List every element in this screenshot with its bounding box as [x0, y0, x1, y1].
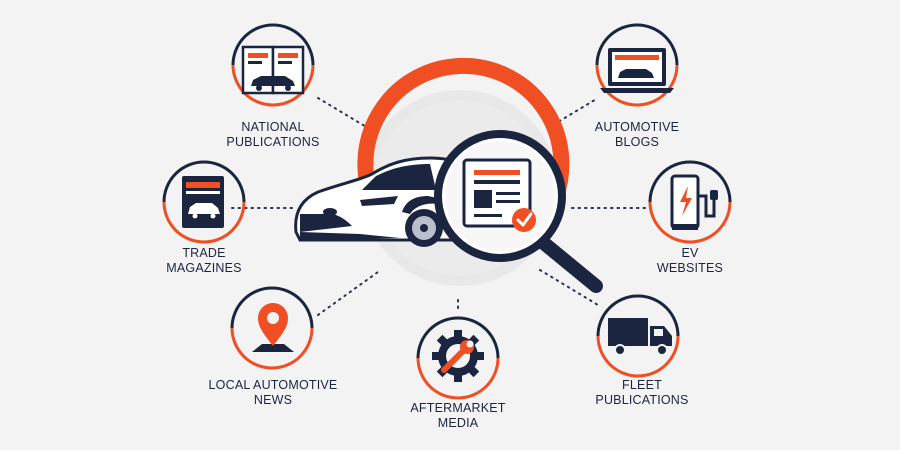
- channel-icon-trade-magazines: [162, 160, 246, 244]
- magazine-icon: [182, 176, 224, 228]
- label-line: WEBSITES: [656, 261, 724, 275]
- label-line: AFTERMARKET: [410, 401, 506, 415]
- connector-fleet-publications: [539, 269, 599, 306]
- label-national-publications: NATIONAL PUBLICATIONS: [208, 120, 338, 150]
- document-check-icon: [462, 158, 536, 232]
- label-local-automotive-news: LOCAL AUTOMOTIVE NEWS: [193, 378, 353, 408]
- ev-charger-icon: [670, 174, 718, 230]
- gear-wrench-icon: [432, 330, 484, 382]
- label-trade-magazines: TRADE MAGAZINES: [139, 246, 269, 276]
- open-magazine-icon: [241, 45, 305, 95]
- label-line: EV: [681, 246, 699, 260]
- channel-icon-aftermarket-media: [416, 316, 500, 400]
- label-aftermarket-media: AFTERMARKET MEDIA: [393, 401, 523, 431]
- channel-icon-ev-websites: [648, 160, 732, 244]
- channel-icon-national-publications: [231, 23, 315, 107]
- label-line: NEWS: [253, 393, 293, 407]
- connector-local-automotive-news: [317, 271, 379, 316]
- connector-lines: [231, 97, 651, 316]
- label-ev-websites: EV WEBSITES: [625, 246, 755, 276]
- label-line: PUBLICATIONS: [226, 135, 320, 149]
- label-automotive-blogs: AUTOMOTIVE BLOGS: [572, 120, 702, 150]
- label-line: PUBLICATIONS: [595, 393, 689, 407]
- label-line: NATIONAL: [241, 120, 305, 134]
- label-line: MEDIA: [437, 416, 479, 430]
- label-line: FLEET: [622, 378, 662, 392]
- map-pin-icon: [252, 303, 294, 352]
- label-line: BLOGS: [614, 135, 660, 149]
- center-orange-arc: [357, 57, 570, 208]
- channel-icon-automotive-blogs: [595, 23, 679, 107]
- laptop-icon: [600, 48, 674, 93]
- channel-icon-local-automotive-news: [230, 286, 314, 370]
- label-line: TRADE: [182, 246, 226, 260]
- label-line: AUTOMOTIVE: [594, 120, 680, 134]
- channel-icon-fleet-publications: [596, 294, 680, 378]
- label-line: LOCAL AUTOMOTIVE: [208, 378, 338, 392]
- label-line: MAGAZINES: [166, 261, 242, 275]
- truck-icon: [608, 318, 672, 356]
- label-fleet-publications: FLEET PUBLICATIONS: [577, 378, 707, 408]
